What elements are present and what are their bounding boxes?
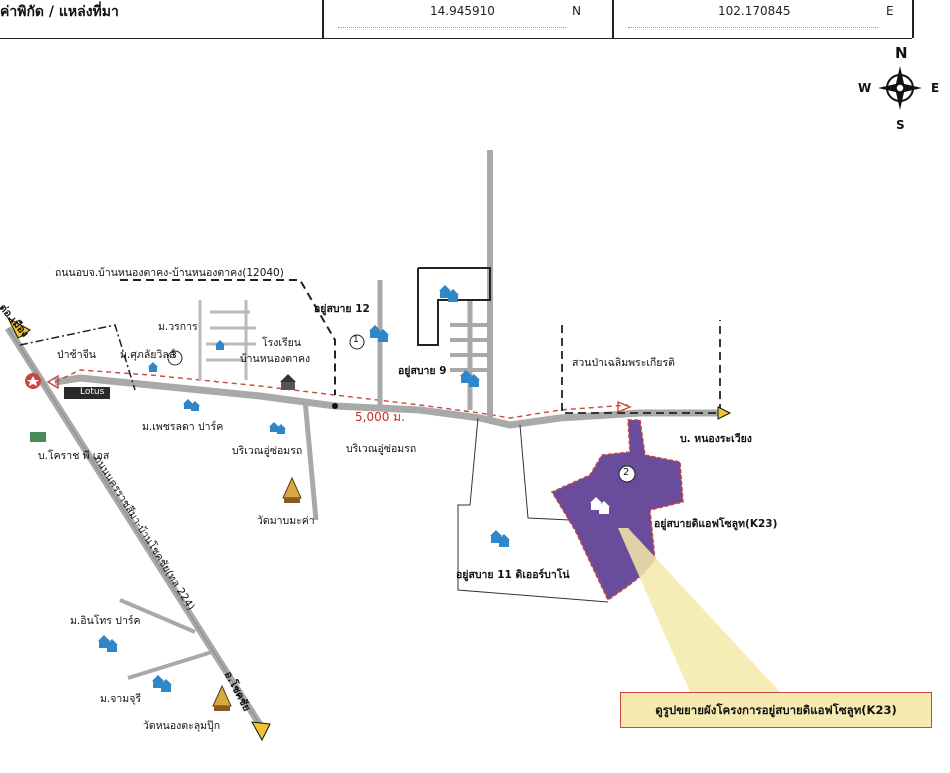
highway-224 <box>5 326 265 730</box>
wat-mab-label: วัดมาบมะค่า <box>257 515 315 527</box>
house-icon <box>98 635 118 652</box>
m-kunlachart-label: ม.ศุภลัยวิลล์ <box>120 349 176 361</box>
highway-224-edge <box>7 327 263 729</box>
ban-nong-raweang-label: บ. หนองระเวียง <box>680 433 752 445</box>
header-divider-3 <box>912 0 914 38</box>
lotus-sign <box>64 387 110 399</box>
longitude-dotline <box>628 27 878 28</box>
house-icon <box>152 675 172 692</box>
parcel-mid <box>519 424 571 521</box>
compass-icon <box>878 66 922 110</box>
distance-label: 5,000 ม. <box>355 410 405 424</box>
lotus-label: Lotus <box>80 387 105 397</box>
marker-1-label: 1 <box>353 335 359 345</box>
korat-pes-label: บ.โคราช พี เอส <box>38 450 110 462</box>
marker-3 <box>167 350 183 366</box>
house-icon <box>183 399 200 411</box>
route-arrow-icon <box>617 400 632 414</box>
k23-house-icons <box>590 497 610 514</box>
latitude-value: 14.945910 <box>430 4 495 18</box>
k23-callout: ดูรูปขยายผังโครงการอยู่สบายดิแอฟโซลูท(K2… <box>620 692 932 728</box>
house-icon <box>215 340 225 350</box>
latitude-direction: N <box>572 4 581 18</box>
k23-label: อยู่สบายดิแอฟโซลูท(K23) <box>654 518 778 530</box>
main-road <box>54 374 720 429</box>
marker-3-label: 3 <box>171 351 177 361</box>
house-icon <box>148 362 158 372</box>
compass-n: N <box>895 44 908 62</box>
temple-wat-mab-icon <box>282 476 302 503</box>
school-label: โรงเรียน <box>262 337 301 349</box>
school-label-2: บ้านหนองตาคง <box>240 353 311 365</box>
header-divider-2 <box>612 0 614 38</box>
gas-station-icon <box>25 373 41 389</box>
repair-area-label-1: บริเวณอู่ซ่อมรถ <box>232 445 303 457</box>
coordinate-label: ค่าพิกัด / แหล่งที่มา <box>0 4 119 20</box>
m-wararak-label: ม.วรการ <box>158 321 198 333</box>
boundary-pa-cha-jin <box>19 324 136 391</box>
house-icons <box>98 285 510 692</box>
callout-pointer <box>618 528 780 692</box>
suan-pa-label: สวนป่าเฉลิมพระเกียรติ <box>572 357 675 369</box>
ayu9-label: อยู่สบาย 9 <box>398 365 447 377</box>
junction-dot <box>332 403 338 409</box>
boundary-ayu9 <box>417 267 491 346</box>
marker-2 <box>618 465 636 483</box>
ayu11-label: อยู่สบาย 11 ดิเออร์บาโน่ <box>456 569 570 581</box>
compass-e: E <box>931 81 940 95</box>
header-border <box>0 0 912 39</box>
arrow-muang-icon <box>6 316 31 339</box>
repair-area-label-2: บริเวณอู่ซ่อมรถ <box>346 443 417 455</box>
coordinate-header: ค่าพิกัด / แหล่งที่มา 14.945910 N 102.17… <box>0 0 950 40</box>
header-divider <box>322 0 324 38</box>
temple-nong-icon <box>212 684 232 711</box>
compass-s: S <box>896 118 905 132</box>
road-top-label: ถนนอบจ.บ้านหนองตาคง-บ้านหนองตาคง(12040) <box>55 267 284 279</box>
road-wat-mab <box>302 399 319 521</box>
house-icon <box>460 370 480 387</box>
village-grid <box>198 300 256 380</box>
longitude-value: 102.170845 <box>718 4 791 18</box>
parcel-ayu11 <box>457 417 609 603</box>
m-inthon-label: ม.อินโทร ปาร์ค <box>70 615 141 627</box>
m-petch-label: ม.เพชรลดา ปาร์ค <box>142 421 224 433</box>
arrow-nong-raweang-icon <box>717 406 732 420</box>
longitude-direction: E <box>886 4 894 18</box>
pa-cha-jin-label: ป่าช้าจีน <box>57 349 96 361</box>
m-jamjuri-label: ม.จามจุรี <box>100 693 142 705</box>
street-jamjuri <box>127 650 213 680</box>
house-icon <box>269 422 286 434</box>
street-inthon <box>119 598 196 634</box>
school-icon <box>280 374 296 390</box>
arrow-chokchai-icon <box>251 721 271 742</box>
boundary-suan-pa <box>561 320 721 414</box>
route-arrow-west-icon <box>46 374 59 390</box>
compass-w: W <box>858 81 872 95</box>
wat-nong-label: วัดหนองตะลุมปุ๊ก <box>143 720 221 732</box>
ayu9-streets <box>450 323 490 372</box>
route-line <box>54 369 629 419</box>
house-icon <box>439 285 459 302</box>
building-korat-icon <box>30 432 46 442</box>
marker-1 <box>349 334 365 350</box>
house-icon <box>490 530 510 547</box>
ayu12-label: อยู่สบาย 12 <box>314 303 370 315</box>
house-icon <box>369 325 389 342</box>
latitude-dotline <box>338 27 566 28</box>
boundary-road-top <box>120 279 336 395</box>
marker-2-label: 2 <box>623 467 630 478</box>
